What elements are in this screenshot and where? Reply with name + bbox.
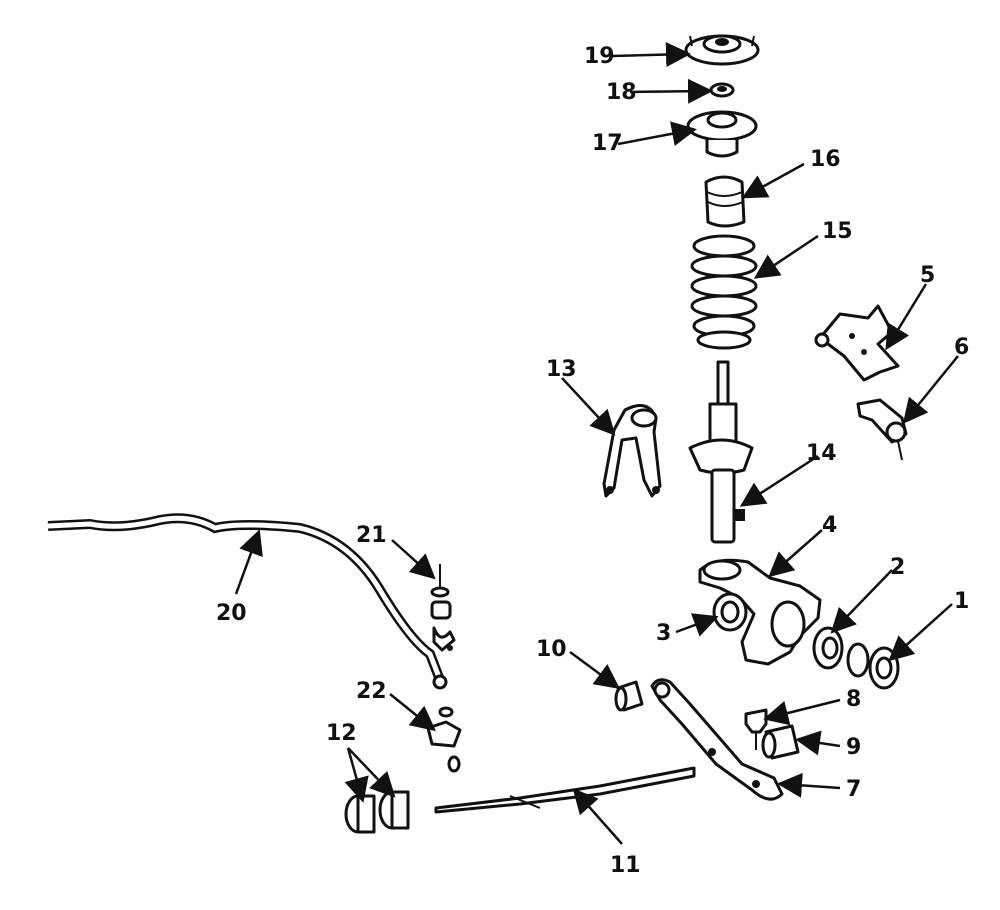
upper-arm-bracket bbox=[814, 304, 900, 382]
lower-arm-bushing-front bbox=[614, 680, 644, 712]
hub-bearing bbox=[712, 592, 748, 632]
callout-19: 19 bbox=[584, 44, 615, 69]
callout-6: 6 bbox=[954, 335, 969, 360]
callout-18: 18 bbox=[606, 80, 637, 105]
ball-joint-upper bbox=[856, 398, 908, 461]
strut-nut bbox=[709, 82, 735, 98]
callout-4: 4 bbox=[822, 513, 837, 538]
strut-assembly bbox=[688, 360, 754, 544]
stabilizer-bar bbox=[47, 513, 448, 690]
callout-11: 11 bbox=[610, 853, 641, 878]
callout-2: 2 bbox=[890, 555, 905, 580]
callout-20: 20 bbox=[216, 601, 247, 626]
callout-14: 14 bbox=[806, 441, 837, 466]
callout-16: 16 bbox=[810, 147, 841, 172]
callout-12: 12 bbox=[326, 721, 357, 746]
callout-labels: 19 18 17 16 15 5 6 13 14 4 2 1 3 10 8 9 … bbox=[216, 44, 969, 878]
callout-1: 1 bbox=[954, 589, 969, 614]
callout-21: 21 bbox=[356, 523, 387, 548]
callout-13: 13 bbox=[546, 357, 577, 382]
bump-stop bbox=[704, 175, 746, 228]
strut-rod bbox=[434, 766, 696, 814]
leader-lines bbox=[234, 42, 959, 845]
callout-8: 8 bbox=[846, 687, 861, 712]
callout-5: 5 bbox=[920, 263, 935, 288]
callout-22: 22 bbox=[356, 679, 387, 704]
lower-arm-bushing-rear bbox=[761, 724, 800, 760]
callout-9: 9 bbox=[846, 735, 861, 760]
steering-knuckle bbox=[698, 558, 822, 666]
callout-3: 3 bbox=[656, 621, 671, 646]
coil-spring bbox=[690, 234, 758, 350]
callout-15: 15 bbox=[822, 219, 853, 244]
callout-17: 17 bbox=[592, 131, 623, 156]
bearing-seal bbox=[868, 646, 900, 690]
upper-spring-seat bbox=[686, 110, 758, 158]
strut-fork-bracket bbox=[602, 404, 662, 498]
wheel-bearing bbox=[812, 626, 870, 678]
stabilizer-bushing-bracket bbox=[430, 564, 456, 652]
strut-mount bbox=[684, 34, 760, 66]
callout-7: 7 bbox=[846, 777, 861, 802]
stabilizer-link bbox=[426, 706, 462, 773]
callout-10: 10 bbox=[536, 637, 567, 662]
strut-rod-bushings bbox=[344, 790, 410, 834]
